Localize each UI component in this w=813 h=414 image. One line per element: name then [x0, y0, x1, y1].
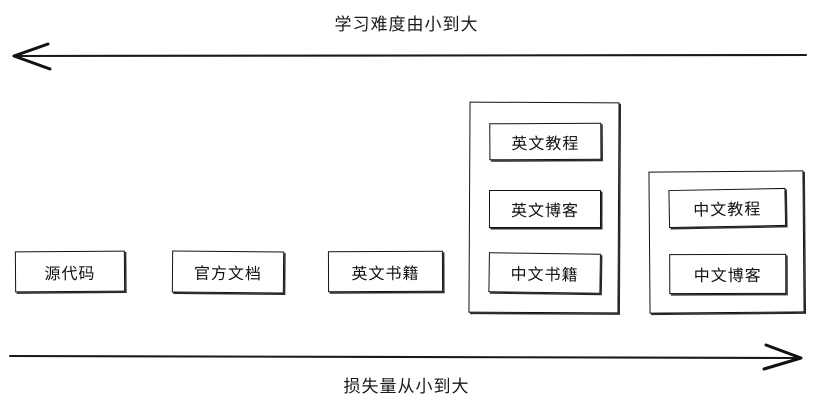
node-box-chinese-blog[interactable]: 中文博客: [669, 253, 787, 295]
top-axis-arrow: [12, 42, 808, 71]
node-label: 官方文档: [193, 265, 263, 284]
node-label: 英文书籍: [351, 265, 420, 283]
group-chinese-advanced: 中文教程 中文博客: [648, 170, 805, 314]
node-label: 中文教程: [693, 201, 762, 220]
node-label: 中文博客: [693, 267, 762, 286]
node-box-official-docs[interactable]: 官方文档: [171, 250, 285, 294]
group-english-advanced: 英文教程 英文博客 中文书籍: [468, 101, 620, 314]
node-label: 中文书籍: [510, 266, 579, 285]
bottom-axis-arrow: [8, 343, 803, 371]
node-box-chinese-books[interactable]: 中文书籍: [488, 252, 601, 294]
bottom-axis-label: 损失量从小到大: [343, 377, 470, 396]
node-box-english-books[interactable]: 英文书籍: [327, 250, 444, 293]
node-box-english-blog[interactable]: 英文博客: [488, 189, 602, 229]
node-box-chinese-tutorial[interactable]: 中文教程: [668, 187, 787, 229]
node-label: 英文博客: [510, 202, 579, 221]
node-box-source-code[interactable]: 源代码: [14, 250, 126, 293]
node-label: 源代码: [44, 265, 96, 283]
top-axis-label: 学习难度由小到大: [334, 15, 479, 34]
node-label: 英文教程: [511, 135, 580, 153]
node-box-english-tutorial[interactable]: 英文教程: [489, 122, 602, 161]
